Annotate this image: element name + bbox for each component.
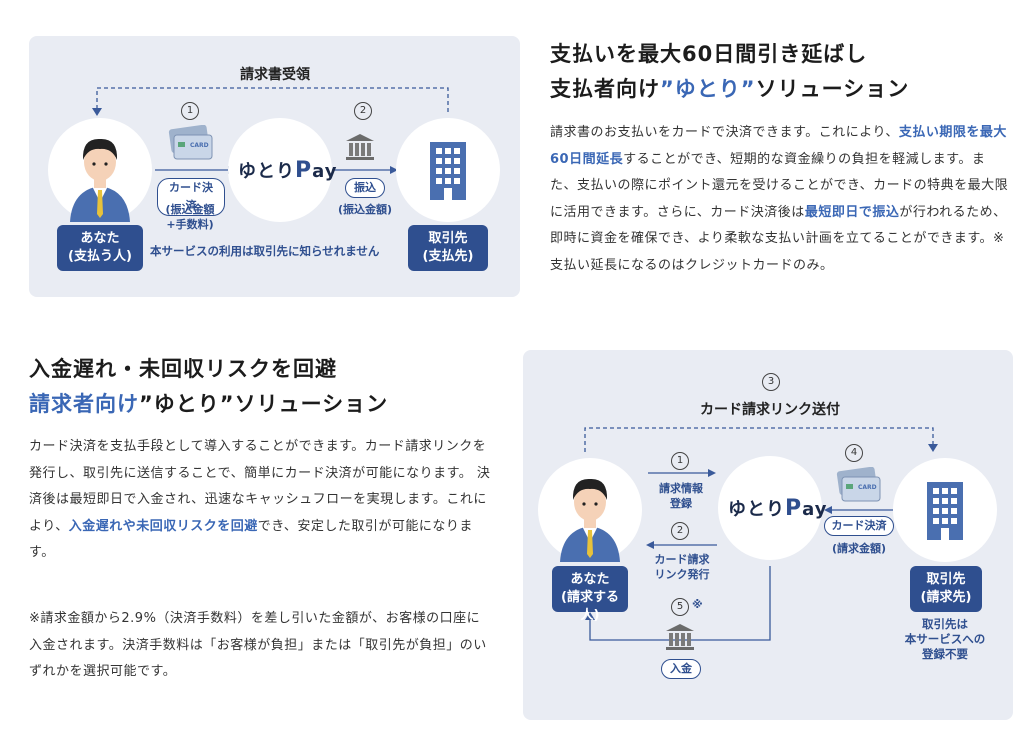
bottom-step5-note-mark: ※ (692, 598, 703, 611)
bottom-step1-number: 1 (671, 452, 689, 470)
building-icon (430, 142, 466, 200)
bank-icon (664, 622, 696, 652)
top-notice: 本サービスの利用は取引先に知らせれません (150, 244, 380, 258)
top-payment-detail: (振込金額 +手数料) (165, 203, 215, 231)
top-transfer-detail: (振込金額) (337, 203, 393, 216)
section2-heading-line1: 入金遅れ・未回収リスクを回避 (29, 357, 337, 381)
top-yutori-pay-circle (228, 118, 332, 222)
bottom-flow-title: カード請求リンク送付 (700, 402, 840, 418)
bottom-you-label: あなた (請求する人) (552, 566, 628, 623)
section1-body: 請求書のお支払いをカードで決済できます。これにより、支払い期限を最大60日間延長… (550, 125, 1009, 273)
svg-text:CARD: CARD (190, 142, 209, 149)
bottom-step5-number: 5 (671, 598, 689, 616)
bottom-you-circle (538, 458, 642, 562)
section1-heading-line1: 支払いを最大60日間引き延ばし (550, 42, 868, 66)
person-icon (560, 478, 620, 562)
top-step1-number: 1 (181, 102, 199, 120)
top-transfer-pill: 振込 (345, 178, 385, 198)
bottom-yutori-pay-circle (718, 456, 822, 560)
top-partner-circle (396, 118, 500, 222)
bottom-step2-label: カード請求 リンク発行 (654, 553, 710, 581)
bottom-step3-number: 3 (762, 373, 780, 391)
section2-note: ※請求金額から2.9%（決済手数料）を差し引いた金額が、お客様の口座に入金されま… (29, 611, 487, 679)
bank-icon (344, 132, 376, 162)
top-partner-label: 取引先 (支払先) (408, 225, 488, 271)
top-step2-number: 2 (354, 102, 372, 120)
bottom-partner-label: 取引先 (請求先) (910, 566, 982, 612)
top-yutori-pay-logo: ゆとりPay (238, 158, 338, 183)
section2-heading-line2: 請求者向け”ゆとり”ソリューション (29, 392, 389, 416)
person-icon (70, 138, 130, 222)
credit-card-icon: CARD (168, 124, 214, 165)
top-card-payment-pill: カード決済 (157, 178, 225, 216)
bottom-step1-label: 請求情報 登録 (659, 482, 703, 510)
credit-card-icon: CARD (836, 466, 882, 507)
bottom-card-payment-pill: カード決済 (824, 516, 894, 536)
top-you-label: あなた (支払う人) (57, 225, 143, 271)
bottom-step2-number: 2 (671, 522, 689, 540)
bottom-yutori-pay-logo: ゆとりPay (728, 496, 828, 521)
bottom-step4-number: 4 (845, 444, 863, 462)
top-you-circle (48, 118, 152, 222)
building-icon (927, 482, 963, 540)
top-flow-title: 請求書受領 (240, 67, 310, 83)
section2-body: カード決済を支払手段として導入することができます。カード請求リンクを発行し、取引… (29, 439, 491, 560)
bottom-deposit-pill: 入金 (661, 659, 701, 679)
bottom-card-payment-detail: (請求金額) (831, 542, 887, 555)
bottom-partner-note: 取引先は 本サービスへの 登録不要 (904, 617, 986, 661)
svg-text:CARD: CARD (858, 484, 877, 491)
bottom-partner-circle (893, 458, 997, 562)
section1-heading-line2: 支払者向け”ゆとり”ソリューション (550, 77, 910, 101)
